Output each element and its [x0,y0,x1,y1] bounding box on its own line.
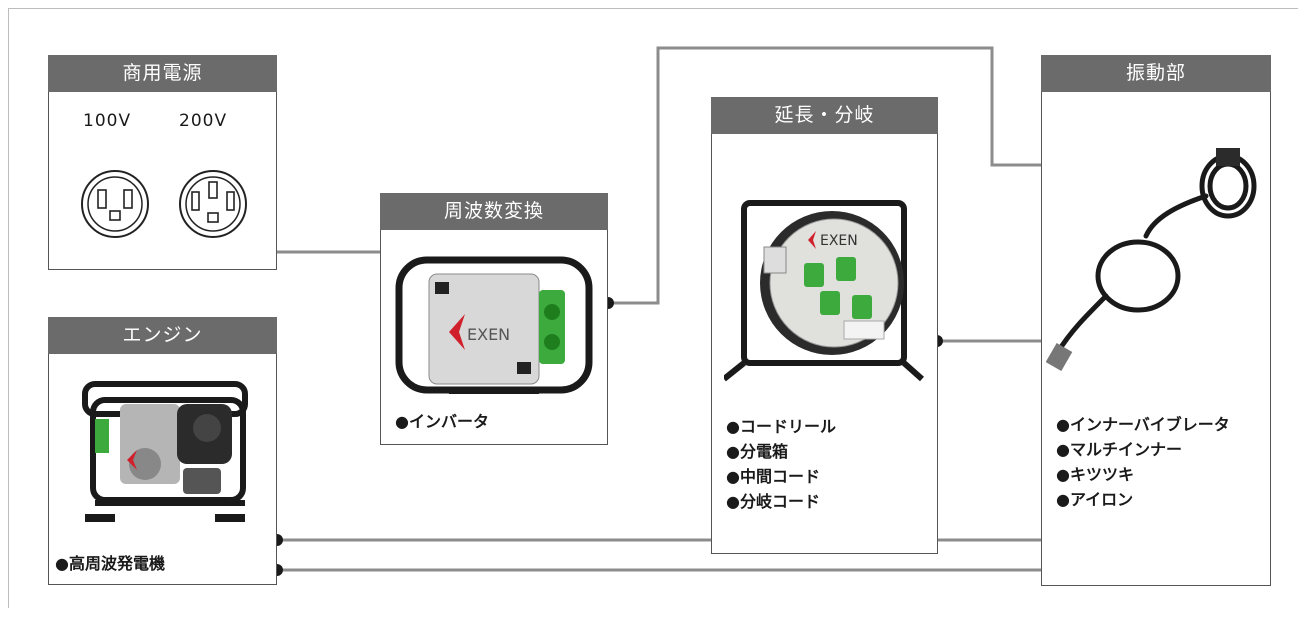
list-item: マルチインナー [1056,437,1230,462]
frequency-conversion-box: 周波数変換 EXEN インバータ [380,193,608,445]
grid-power-title: 商用電源 [48,55,277,92]
outlet-3prong-icon [81,170,149,238]
frequency-conversion-items: インバータ [395,409,489,434]
vibration-unit-items: インナーバイブレータ マルチインナー キツツキ アイロン [1056,412,1230,512]
extension-branch-box: 延長・分岐 EXEN コードリール 分電箱 中間コード 分岐コード [711,97,938,554]
engine-title: エンジン [48,317,277,354]
inverter-logo: EXEN [467,325,510,344]
frame-top-line [8,8,1298,9]
frame-left-line [8,8,9,608]
list-item: キツツキ [1056,462,1230,487]
inner-vibrator-photo [1046,148,1257,372]
voltage-100-label: 100V [83,111,132,131]
list-item: 高周波発電機 [55,551,165,576]
list-item: インナーバイブレータ [1056,412,1230,437]
generator-photo [82,381,248,522]
voltage-200-label: 200V [179,111,228,131]
outlet-4prong-icon [179,170,247,238]
frequency-conversion-title: 周波数変換 [380,193,608,230]
list-item: 中間コード [726,464,836,489]
vibration-unit-box: 振動部 インナーバイブレータ マルチインナー キツツキ アイロン [1041,55,1271,586]
list-item: アイロン [1056,487,1230,512]
inverter-photo: EXEN [395,256,593,394]
grid-power-box: 商用電源 100V 200V [48,55,277,270]
cord-reel-logo: EXEN [820,233,858,249]
engine-box: エンジン 高周波発電機 [48,317,277,585]
list-item: 分岐コード [726,489,836,514]
list-item: インバータ [395,409,489,434]
cord-reel-photo: EXEN [724,200,924,382]
engine-items: 高周波発電機 [55,551,165,576]
vibration-unit-title: 振動部 [1041,55,1271,92]
list-item: 分電箱 [726,439,836,464]
extension-branch-title: 延長・分岐 [711,97,938,134]
list-item: コードリール [726,414,836,439]
extension-branch-items: コードリール 分電箱 中間コード 分岐コード [726,414,836,514]
connector-inverter-to-vibrator [608,46,1041,305]
